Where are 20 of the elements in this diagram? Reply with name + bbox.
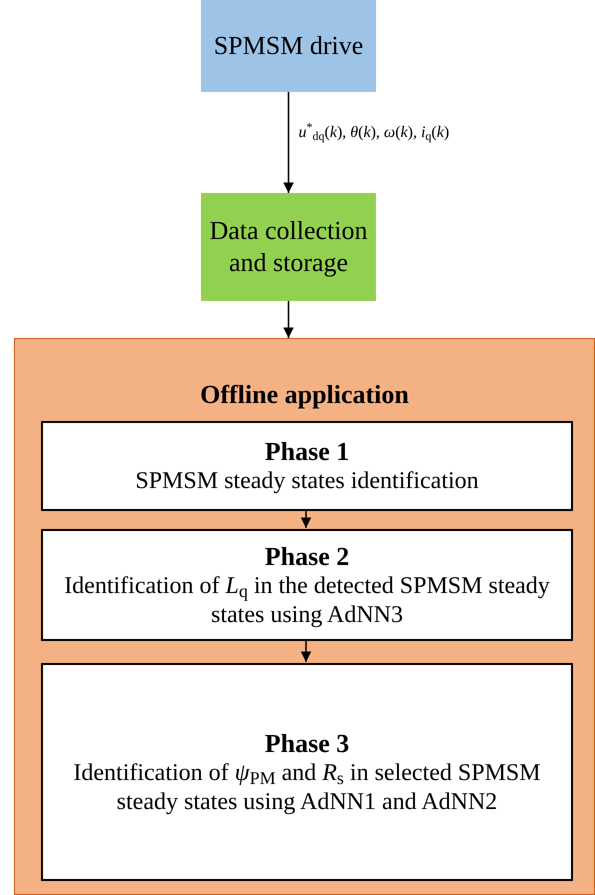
box-text: SPMSM drive — [214, 30, 364, 62]
group-panel — [14, 338, 595, 895]
box-text: Identification of L$_{q}$ in the detected SPMSM steady states using AdNN3 — [63, 572, 551, 630]
arrow — [300, 510, 312, 528]
phase-heading: Phase 2 — [264, 540, 350, 572]
box-text: SPMSM steady states identification — [135, 467, 479, 496]
phase-box — [41, 663, 573, 881]
edge-label: u$^{*}$$_{dq}$(k), θ(k), ω(k), i$_{q}$(k) — [298, 120, 450, 144]
phase-box — [41, 529, 573, 641]
phase-heading: Phase 3 — [264, 728, 350, 759]
phase-heading: Phase 1 — [264, 436, 350, 468]
arrow — [283, 301, 294, 338]
process-box — [201, 193, 376, 301]
arrow — [300, 640, 312, 662]
process-box — [201, 0, 376, 92]
arrow — [283, 92, 294, 193]
box-text: Data collection and storage — [208, 214, 369, 279]
panel-title: Offline application — [200, 379, 409, 411]
box-text: Identification of ψ$_{PM}$ and R$_{s}$ in selected SPMSM steady states using AdNN1 and AdNN2 — [72, 758, 542, 816]
phase-box — [41, 421, 573, 511]
